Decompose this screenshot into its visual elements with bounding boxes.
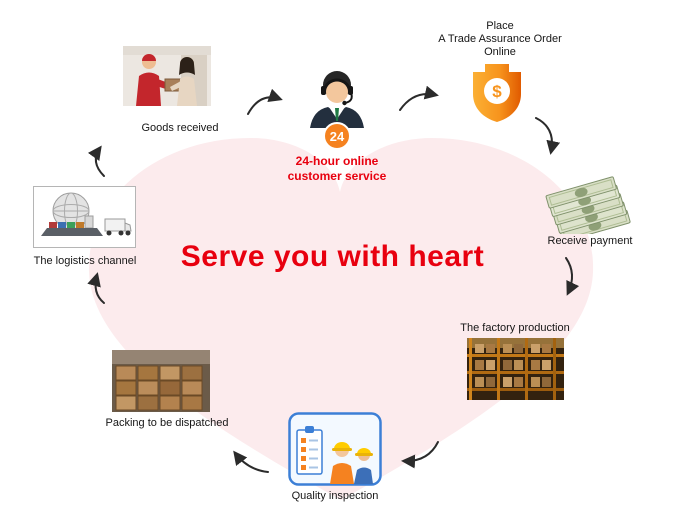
trade-assurance-label: Place A Trade Assurance Order Online xyxy=(438,20,562,58)
goods-received-image xyxy=(123,46,211,106)
page-title: Serve you with heart xyxy=(180,240,485,273)
factory-production-image xyxy=(467,338,564,400)
receive-payment-label: Receive payment xyxy=(547,235,633,247)
goods-received-label: Goods received xyxy=(141,122,219,134)
receive-payment-image xyxy=(545,176,631,234)
trade-assurance-shield-icon: $ xyxy=(473,64,521,122)
service-24-badge xyxy=(323,122,351,150)
logistics-channel-label: The logistics channel xyxy=(33,255,137,267)
packing-image xyxy=(112,350,210,412)
arrow-quality-to-packing xyxy=(233,450,269,473)
quality-inspection-label: Quality inspection xyxy=(291,490,379,502)
shield-dollar-text: $ xyxy=(492,82,502,101)
factory-production-label: The factory production xyxy=(460,322,570,334)
arrow-order-to-payment xyxy=(535,117,561,155)
customer-service-label: 24-hour online customer service xyxy=(287,154,387,183)
arrow-service-to-order xyxy=(399,85,439,111)
arrow-packing-to-logistics xyxy=(87,272,105,304)
quality-inspection-icon xyxy=(288,412,382,486)
service-24-badge-text: 24 xyxy=(330,129,345,144)
logistics-channel-image xyxy=(33,186,136,248)
customer-service-agent-icon: 24 xyxy=(310,71,364,150)
arrow-logistics-to-goods xyxy=(87,145,105,177)
arrow-goods-to-service xyxy=(247,88,283,115)
packing-label: Packing to be dispatched xyxy=(105,417,229,429)
arrow-factory-to-quality xyxy=(401,441,439,469)
arrow-payment-to-factory xyxy=(565,257,580,296)
